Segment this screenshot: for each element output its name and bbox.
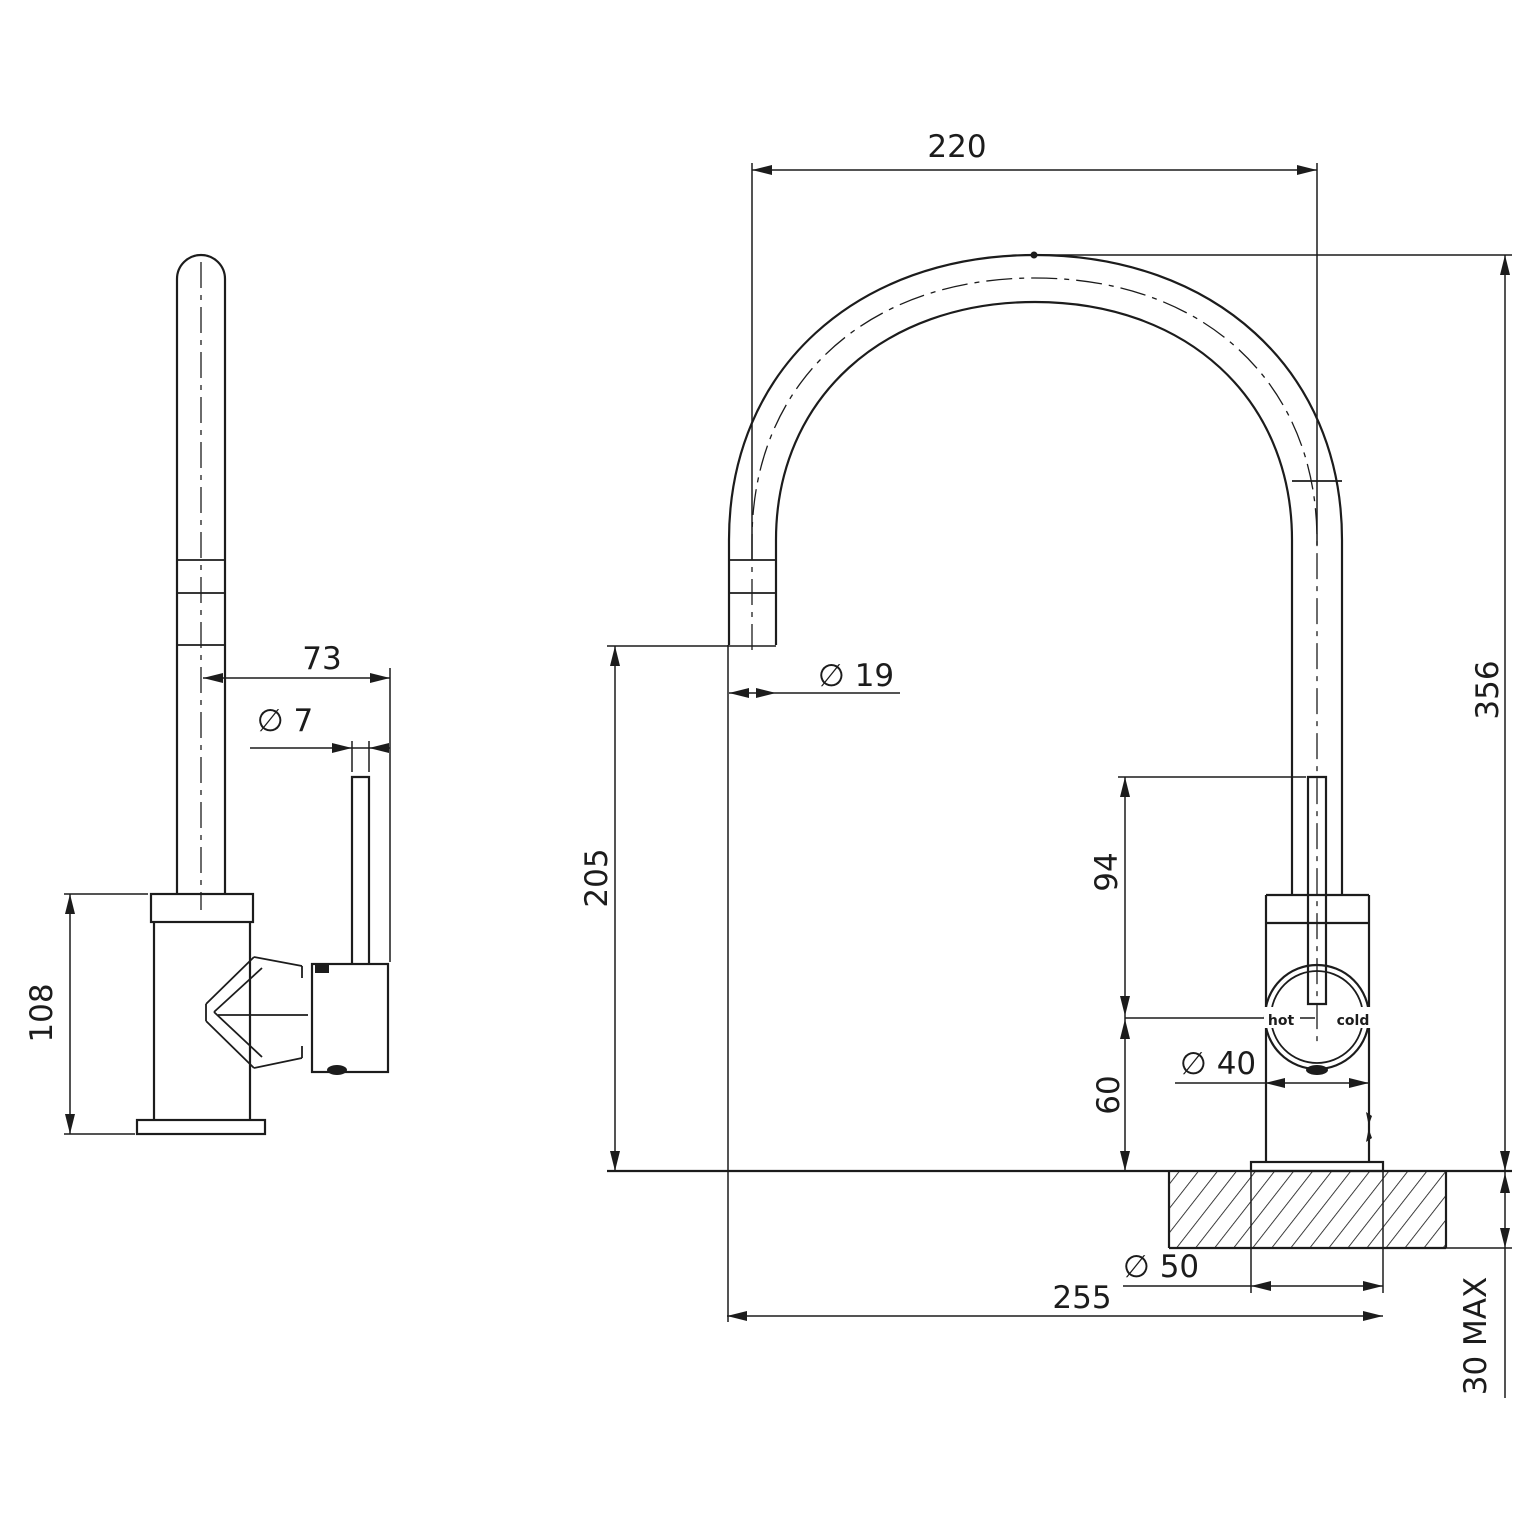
dim-label-60: 60 [1091,1075,1127,1114]
front-view: hot cold [607,253,1512,1250]
dimension-205: 205 [579,645,776,1171]
dimension-356: 356 [1030,251,1512,1171]
gooseneck-centerline [751,277,1318,1044]
front-body-clip-mark [1366,1112,1372,1142]
cold-label: cold [1337,1013,1370,1029]
dim-label-255: 255 [1052,1280,1111,1316]
front-lever [1306,775,1328,1006]
dimension-94-60: 94 60 [1089,776,1306,1171]
dim-label-205: 205 [579,848,615,907]
dimension-dia7: ∅ 7 [250,703,390,772]
side-view [135,253,390,1136]
side-base-plate [135,1118,267,1136]
gooseneck-inner [774,300,1294,895]
side-housing-mark [315,965,329,973]
dimension-30max: 30 MAX [1458,1171,1510,1398]
hot-label: hot [1268,1013,1295,1029]
side-handle-joint [205,956,308,1069]
dim-label-dia7: ∅ 7 [257,703,314,739]
dim-label-dia40: ∅ 40 [1180,1046,1256,1082]
dimension-220: 220 [751,129,1318,560]
side-housing-dot [327,1065,347,1075]
front-base-plate [1249,1160,1385,1173]
dimension-dia19: ∅ 19 [729,658,900,698]
dim-label-220: 220 [927,129,986,165]
dim-label-dia19: ∅ 19 [818,658,894,694]
dim-label-94: 94 [1089,852,1125,891]
dim-label-30max: 30 MAX [1458,1277,1494,1396]
dimension-dia50: ∅ 50 [1123,1171,1384,1293]
side-lever [350,775,371,963]
dimension-108: 108 [24,893,148,1135]
side-spout-tube [175,253,227,894]
dim-label-108: 108 [24,983,60,1042]
side-body-flange [149,892,255,924]
dim-label-73: 73 [302,641,341,677]
handle-circle-dot [1306,1065,1328,1075]
side-handle-housing [310,962,390,1074]
gooseneck-outer [727,253,1344,895]
dimension-255: 255 [727,645,1383,1322]
dimension-dia40: ∅ 40 [1175,1046,1369,1088]
dim-label-dia50: ∅ 50 [1123,1249,1199,1285]
dim-label-356: 356 [1470,660,1506,719]
bench-hatch [1169,1171,1446,1248]
dimension-73: 73 [203,641,391,962]
